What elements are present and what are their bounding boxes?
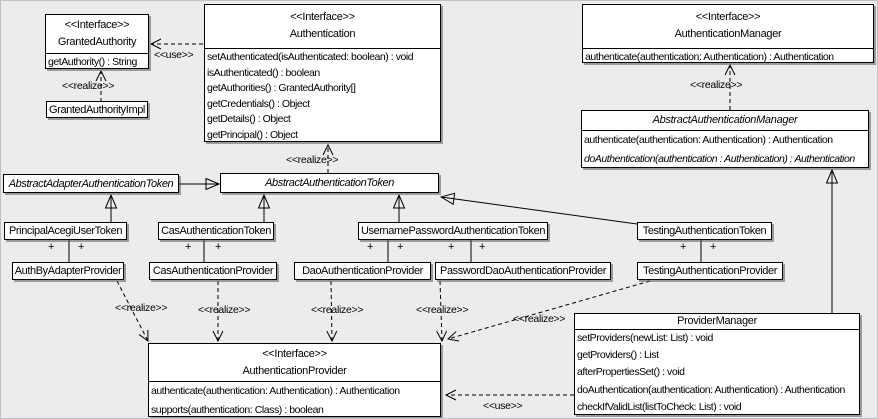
class-name: GrantedAuthority [57, 36, 137, 48]
class-name: PasswordDaoAuthenticationProvider [440, 265, 606, 277]
class-authentication-manager[interactable]: <<Interface>> AuthenticationManager auth… [582, 4, 874, 63]
association-end-label: + [78, 241, 85, 253]
use-label: <<use>> [483, 400, 523, 412]
class-auth-by-adapter-provider[interactable]: AuthByAdapterProvider [12, 262, 124, 280]
class-dao-authentication-provider[interactable]: DaoAuthenticationProvider [294, 262, 431, 280]
method-compartment: setProviders(newList: List) : void getPr… [575, 330, 859, 416]
class-abstract-authentication-token[interactable]: AbstractAuthenticationToken [220, 173, 439, 193]
class-name: CasAuthenticationProvider [152, 265, 274, 277]
method: getProviders() : List [577, 349, 659, 362]
stereotype-label: <<Interface>> [695, 11, 761, 23]
method: getAuthority() : String [48, 56, 137, 68]
class-name: PrincipalAcegiUserToken [8, 225, 123, 237]
association-end-label: + [367, 241, 374, 253]
stereotype-label: <<Interface>> [64, 19, 130, 31]
realize-label: <<realize>> [198, 304, 251, 316]
class-cas-authentication-token[interactable]: CasAuthenticationToken [158, 222, 274, 240]
method-compartment: authenticate(authentication: Authenticat… [582, 131, 868, 168]
class-name: Authentication [289, 28, 356, 40]
realize-label: <<realize>> [513, 313, 566, 325]
association-end-label: + [680, 241, 687, 253]
class-name: AbstractAuthenticationToken [265, 177, 394, 189]
method: supports(authentication: Class) : boolea… [151, 403, 324, 416]
method: getPrincipal() : Object [207, 128, 298, 141]
method: setProviders(newList: List) : void [577, 332, 713, 344]
class-testing-authentication-provider[interactable]: TestingAuthenticationProvider [637, 262, 783, 280]
method: authenticate(authentication: Authenticat… [584, 134, 833, 146]
realize-label: <<realize>> [311, 304, 364, 316]
class-name: AbstractAuthenticationManager [652, 114, 798, 126]
association-end-label: + [397, 241, 404, 253]
use-label: <<use>> [154, 49, 194, 61]
method: authenticate(authentication: Authenticat… [151, 385, 400, 397]
method: authenticate(authentication: Authenticat… [585, 51, 834, 63]
method-compartment: setAuthenticated(isAuthenticated: boolea… [205, 49, 440, 144]
association-end-label: + [710, 241, 717, 253]
class-name: ProviderManager [677, 315, 757, 327]
method: setAuthenticated(isAuthenticated: boolea… [207, 51, 414, 63]
class-authentication-provider[interactable]: <<Interface>> AuthenticationProvider aut… [148, 343, 441, 417]
method: afterPropertiesSet() : void [577, 366, 685, 379]
association-end-label: + [448, 241, 455, 253]
method-compartment: authenticate(authentication: Authenticat… [583, 49, 873, 66]
association-end-label: + [48, 241, 55, 253]
method: doAuthentication(authentication : Authen… [584, 152, 855, 165]
realize-label: <<realize>> [286, 154, 339, 166]
class-abstract-adapter-authentication-token[interactable]: AbstractAdapterAuthenticationToken [3, 174, 179, 193]
class-name: AuthByAdapterProvider [14, 265, 122, 277]
class-granted-authority-impl[interactable]: GrantedAuthorityImpl [46, 101, 148, 118]
class-name: TestingAuthenticationToken [642, 225, 767, 237]
realize-label: <<realize>> [690, 79, 743, 91]
class-cas-authentication-provider[interactable]: CasAuthenticationProvider [149, 262, 277, 280]
stereotype-label: <<Interface>> [290, 11, 355, 23]
method-compartment: getAuthority() : String [46, 54, 148, 71]
class-name: AbstractAdapterAuthenticationToken [8, 177, 174, 190]
class-password-dao-authentication-provider[interactable]: PasswordDaoAuthenticationProvider [435, 262, 611, 280]
class-header: <<Interface>> GrantedAuthority [46, 15, 148, 54]
method: isAuthenticated() : boolean [207, 66, 320, 79]
realize-label: <<realize>> [115, 302, 168, 314]
class-name: GrantedAuthorityImpl [49, 103, 145, 116]
realize-label: <<realize>> [416, 304, 469, 316]
association-end-label: + [185, 241, 192, 253]
class-name: AuthenticationProvider [242, 365, 347, 377]
generalization-testing-token-to-abstract-token [441, 197, 638, 225]
class-header: <<Interface>> AuthenticationManager [583, 5, 873, 49]
class-header: <<Interface>> AuthenticationProvider [149, 344, 440, 382]
method: getCredentials() : Object [207, 97, 310, 110]
class-principal-acegi-user-token[interactable]: PrincipalAcegiUserToken [4, 222, 127, 240]
association-end-label: + [215, 241, 222, 253]
class-name: TestingAuthenticationProvider [643, 265, 777, 277]
stereotype-label: <<Interface>> [262, 348, 327, 360]
class-name: AuthenticationManager [674, 28, 782, 40]
class-header: ProviderManager [575, 314, 859, 330]
class-granted-authority[interactable]: <<Interface>> GrantedAuthority getAuthor… [45, 14, 149, 69]
class-username-password-authentication-token[interactable]: UsernamePasswordAuthenticationToken [358, 222, 548, 240]
method: getDetails() : Object [207, 113, 291, 126]
association-end-label: + [479, 241, 486, 253]
class-abstract-authentication-manager[interactable]: AbstractAuthenticationManager authentica… [581, 110, 869, 168]
method: checkIfValidList(listToCheck: List) : vo… [577, 400, 742, 413]
method-compartment: authenticate(authentication: Authenticat… [149, 382, 440, 418]
method: doAuthentication(authentication: Authent… [577, 383, 845, 396]
class-header: <<Interface>> Authentication [205, 5, 440, 49]
class-provider-manager[interactable]: ProviderManager setProviders(newList: Li… [574, 313, 860, 415]
class-testing-authentication-token[interactable]: TestingAuthenticationToken [637, 222, 772, 240]
realize-label: <<realize>> [62, 80, 115, 92]
class-name: DaoAuthenticationProvider [302, 265, 423, 277]
class-name: UsernamePasswordAuthenticationToken [360, 225, 546, 237]
class-authentication[interactable]: <<Interface>> Authentication setAuthenti… [204, 4, 441, 142]
method: getAuthorities() : GrantedAuthority[] [207, 82, 356, 95]
class-name: CasAuthenticationToken [161, 225, 271, 237]
class-header: AbstractAuthenticationManager [582, 111, 868, 131]
